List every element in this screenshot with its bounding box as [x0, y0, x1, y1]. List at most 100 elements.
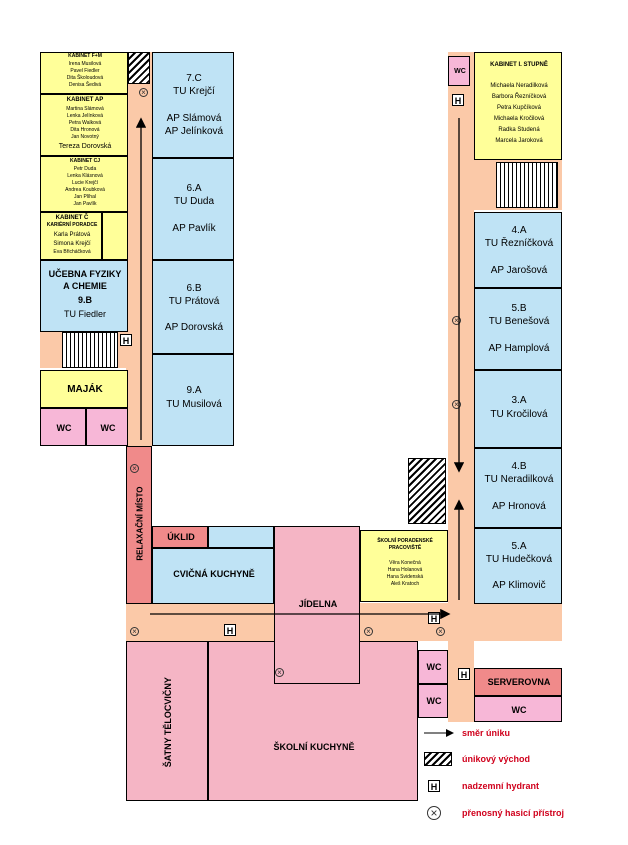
class-6b-ap: AP Dorovská — [164, 322, 224, 333]
storage-small — [102, 212, 128, 260]
kabinet-c-subtitle: KARIÉRNÍ PORADCE — [46, 222, 98, 228]
kabinet-cj-name: Jan Pavlík — [73, 201, 97, 207]
class-7c-name: 7.C — [186, 73, 202, 84]
wc-bottom-2: WC — [418, 684, 448, 718]
class-9a: 9.A TU Musilová — [152, 354, 234, 446]
class-3a: 3.A TU Kročilová — [474, 370, 562, 448]
kabinet-cj-name: Lenka Klásnová — [67, 173, 103, 179]
poradenske-name: Věra Konečná — [389, 560, 421, 566]
extinguisher-icon: × — [130, 627, 139, 636]
serverovna-label: SERVEROVNA — [487, 677, 551, 687]
class-6b-name: 6.B — [186, 283, 202, 294]
kabinet-fm-name: Dita Školoudová — [66, 75, 104, 81]
wc-label: WC — [426, 696, 442, 706]
ucebna-tu: TU Fiedler — [63, 309, 106, 319]
hydrant-icon: H — [428, 612, 440, 624]
kabinet-cj-name: Lucie Krejčí — [71, 180, 99, 186]
class-4b: 4.B TU Neradilková AP Hronová — [474, 448, 562, 528]
wc-server: WC — [474, 696, 562, 722]
right-corridor — [448, 52, 474, 722]
left-staircase — [62, 332, 118, 368]
wc-label: WC — [511, 705, 527, 715]
class-4a-name: 4.A — [511, 225, 527, 236]
hydrant-icon: H — [120, 334, 132, 346]
wc-label: WC — [100, 423, 116, 433]
kabinet-cj-title: KABINET CJ — [69, 158, 100, 164]
uklid: ÚKLID — [152, 526, 208, 548]
kabinet-1-title: KABINET I. STUPNĚ — [490, 62, 548, 68]
class-5a-name: 5.A — [511, 541, 527, 552]
jidelna-label: JÍDELNA — [298, 599, 338, 609]
class-9a-name: 9.A — [186, 385, 202, 396]
kabinet-cj-name: Jan Plíhal — [74, 194, 96, 200]
class-5a-ap: AP Klimovič — [492, 580, 546, 591]
hydrant-icon: H — [452, 94, 464, 106]
emergency-exit-hatch — [408, 458, 446, 524]
kabinet-ap-title: KABINET AP — [66, 97, 104, 103]
kabinet-c: KABINET Č KARIÉRNÍ PORADCE Karla Prátová… — [40, 212, 102, 260]
kabinet-ap-name: Lenka Jelínková — [66, 113, 104, 119]
kabinet-c-name: Eva Břicháčková — [53, 249, 91, 255]
wc-left-2: WC — [86, 408, 128, 446]
kabinet-fm-name: Irena Musilová — [68, 61, 102, 67]
kabinet-c-title: KABINET Č — [55, 215, 89, 221]
ucebna-line2: A CHEMIE — [63, 281, 107, 291]
kabinet-1-name: Radka Studená — [498, 127, 540, 133]
extinguisher-icon: × — [452, 400, 461, 409]
skolni-kuchyne-label: ŠKOLNÍ KUCHYNĚ — [273, 742, 355, 752]
poradenske-title: ŠKOLNÍ PORADENSKÉ — [377, 538, 433, 544]
class-5a-tu: TU Hudečková — [485, 554, 553, 565]
satny-label: ŠATNY TĚLOCVIČNY — [162, 677, 173, 768]
kabinet-1-name: Michaela Kročilová — [493, 116, 545, 122]
extinguisher-icon: × — [364, 627, 373, 636]
satny-telocvicny: ŠATNY TĚLOCVIČNY — [126, 641, 208, 801]
kabinet-1-name: Barbora Řezníčková — [491, 94, 547, 100]
kabinet-ap-name: Tereza Dorovská — [58, 143, 112, 150]
hydrant-icon: H — [224, 624, 236, 636]
kuchyne-label: CVIČNÁ KUCHYNĚ — [173, 569, 255, 579]
legend-hydrant-label: nadzemní hydrant — [462, 781, 540, 791]
class-6a-ap: AP Pavlík — [172, 223, 216, 234]
class-9a-tu: TU Musilová — [166, 399, 222, 410]
kabinet-ap-name: Dita Hronová — [70, 127, 100, 133]
class-5b: 5.B TU Benešová AP Hamplová — [474, 288, 562, 370]
legend-arrow-label: směr úniku — [462, 728, 511, 738]
kabinet-cj-name: Petr Duda — [73, 166, 97, 172]
skolni-poradenske-pracoviste: ŠKOLNÍ PORADENSKÉ PRACOVIŠTĚ Věra Konečn… — [360, 530, 448, 602]
cvicna-kuchyne-main: CVIČNÁ KUCHYNĚ — [152, 548, 274, 604]
extinguisher-icon: × — [130, 464, 139, 473]
hydrant-icon: H — [458, 668, 470, 680]
class-4a: 4.A TU Řezníčková AP Jarošová — [474, 212, 562, 288]
wc-right-top: WC — [448, 56, 470, 86]
kabinet-c-name: Karla Prátová — [53, 232, 91, 238]
extinguisher-icon: × — [275, 668, 284, 677]
class-7c-tu: TU Krejčí — [173, 86, 215, 97]
class-6a: 6.A TU Duda AP Pavlík — [152, 158, 234, 260]
class-7c: 7.C TU Krejčí AP Slámová AP Jelínková — [152, 52, 234, 158]
legend-hydrant-icon: H — [428, 780, 440, 792]
ucebna-line1: UČEBNA FYZIKY — [48, 269, 122, 279]
kabinet-fm-name: Pavel Fiedler — [70, 68, 100, 74]
class-6a-tu: TU Duda — [173, 196, 214, 207]
relaxacni-misto: RELAXAČNÍ MÍSTO — [126, 446, 152, 604]
majak: MAJÁK — [40, 370, 128, 408]
class-4b-name: 4.B — [511, 461, 527, 472]
jidelna-lower — [274, 628, 360, 684]
kabinet-fm-name: Denisa Šedivá — [68, 82, 102, 88]
class-6a-name: 6.A — [186, 183, 202, 194]
kabinet-ap-name: Jan Novotný — [71, 134, 99, 140]
poradenske-name: Hana Svidenská — [386, 574, 424, 580]
class-4a-tu: TU Řezníčková — [484, 238, 554, 249]
legend-extinguisher-label: přenosný hasicí přístroj — [462, 808, 565, 818]
kabinet-1-name: Michaela Neradilková — [490, 83, 548, 89]
class-6b-tu: TU Prátová — [168, 296, 220, 307]
class-7c-ap: AP Jelínková — [164, 126, 224, 137]
extinguisher-icon: × — [452, 316, 461, 325]
kabinet-cj-name: Andrea Koubková — [65, 187, 105, 193]
kabinet-c-name: Simona Krejčí — [53, 241, 91, 247]
wc-left-1: WC — [40, 408, 86, 446]
wc-bottom-1: WC — [418, 650, 448, 684]
legend-exit-label: únikový východ — [462, 754, 531, 764]
serverovna: SERVEROVNA — [474, 668, 562, 696]
class-3a-name: 3.A — [511, 395, 527, 406]
